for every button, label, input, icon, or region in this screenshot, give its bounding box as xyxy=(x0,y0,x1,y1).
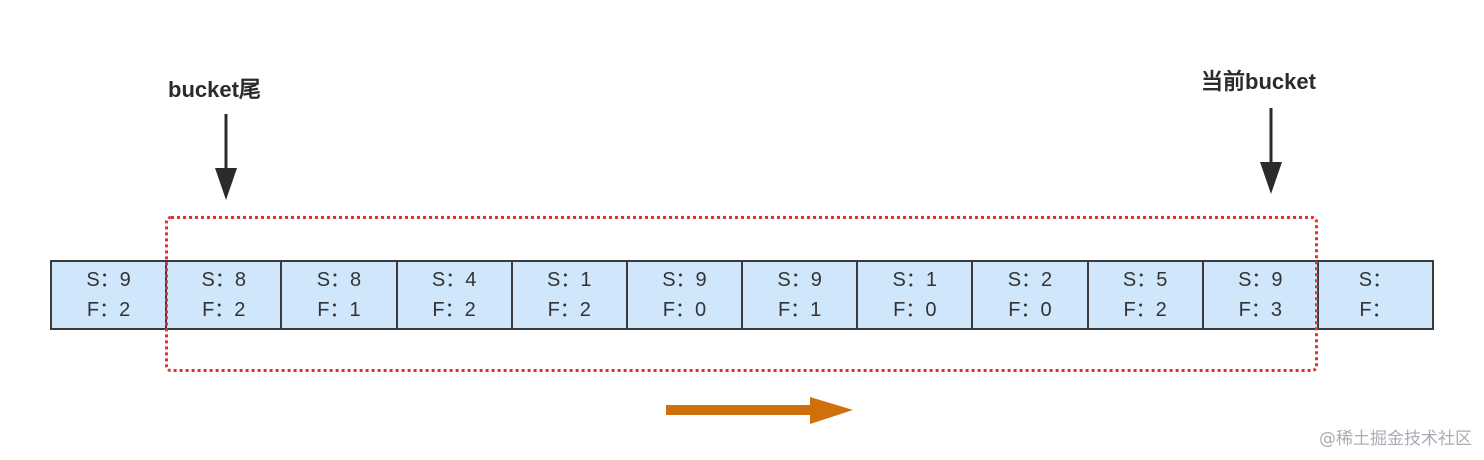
bucket-failure-count: F：0 xyxy=(893,299,937,321)
current-bucket-label: 当前bucket xyxy=(1201,69,1316,94)
bucket-success-count: S：8 xyxy=(316,269,362,291)
bucket-failure-count: F：2 xyxy=(1123,299,1167,321)
bucket-success-count: S：9 xyxy=(662,269,707,291)
bucket-cell: S： F： xyxy=(1319,262,1432,328)
current-pointer-arrow xyxy=(1260,108,1282,194)
bucket-success-count: S：5 xyxy=(1122,269,1168,291)
bucket-failure-count: F：0 xyxy=(662,299,707,321)
bucket-success-count: S：4 xyxy=(431,269,477,291)
bucket-failure-count: F：1 xyxy=(317,299,361,321)
bucket-success-count: S：2 xyxy=(1007,269,1053,291)
bucket-success-count: S：1 xyxy=(547,269,592,291)
bucket-success-count: S：8 xyxy=(201,269,246,291)
bucket-failure-count: F：3 xyxy=(1238,299,1282,321)
sliding-window-box xyxy=(165,216,1318,372)
bucket-failure-count: F：0 xyxy=(1008,299,1052,321)
bucket-failure-count: F：2 xyxy=(547,299,591,321)
bucket-failure-count: F： xyxy=(1359,299,1392,321)
bucket-failure-count: F：2 xyxy=(432,299,476,321)
bucket-tail-label: bucket尾 xyxy=(168,77,261,102)
bucket-success-count: S：9 xyxy=(86,269,131,291)
tail-pointer-arrow xyxy=(215,114,237,200)
bucket-failure-count: F：2 xyxy=(202,299,246,321)
direction-arrow xyxy=(666,397,853,424)
bucket-success-count: S：9 xyxy=(777,269,822,291)
bucket-success-count: S：9 xyxy=(1238,269,1283,291)
watermark: @稀土掘金技术社区 xyxy=(1319,429,1472,449)
bucket-failure-count: F：2 xyxy=(86,299,131,321)
bucket-failure-count: F：1 xyxy=(777,299,822,321)
bucket-success-count: S：1 xyxy=(892,269,938,291)
bucket-success-count: S： xyxy=(1358,269,1393,291)
